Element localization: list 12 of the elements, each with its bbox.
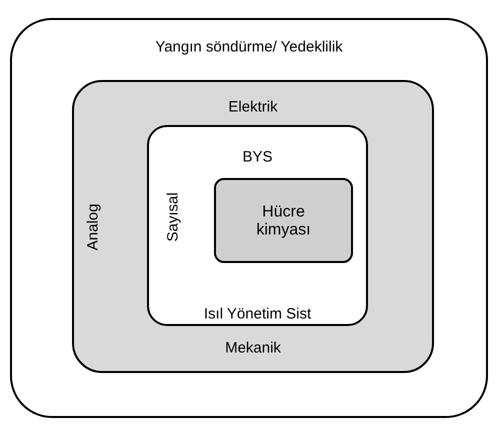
region-label: Elektrik [228,98,278,116]
rounded-frame [147,125,368,326]
region-label: Mekanik [225,339,281,357]
region-label: Isıl Yönetim Sist [204,305,312,323]
rounded-box [214,178,353,263]
region-label: Sayısal [164,192,182,242]
region-label: Hücre kimyası [255,204,312,240]
rounded-frame [72,80,434,373]
region-label: Analog [84,204,102,250]
rounded-frame [10,18,488,418]
region-label: BYS [242,148,272,166]
region-label: Yangın söndürme/ Yedeklilik [155,38,343,56]
